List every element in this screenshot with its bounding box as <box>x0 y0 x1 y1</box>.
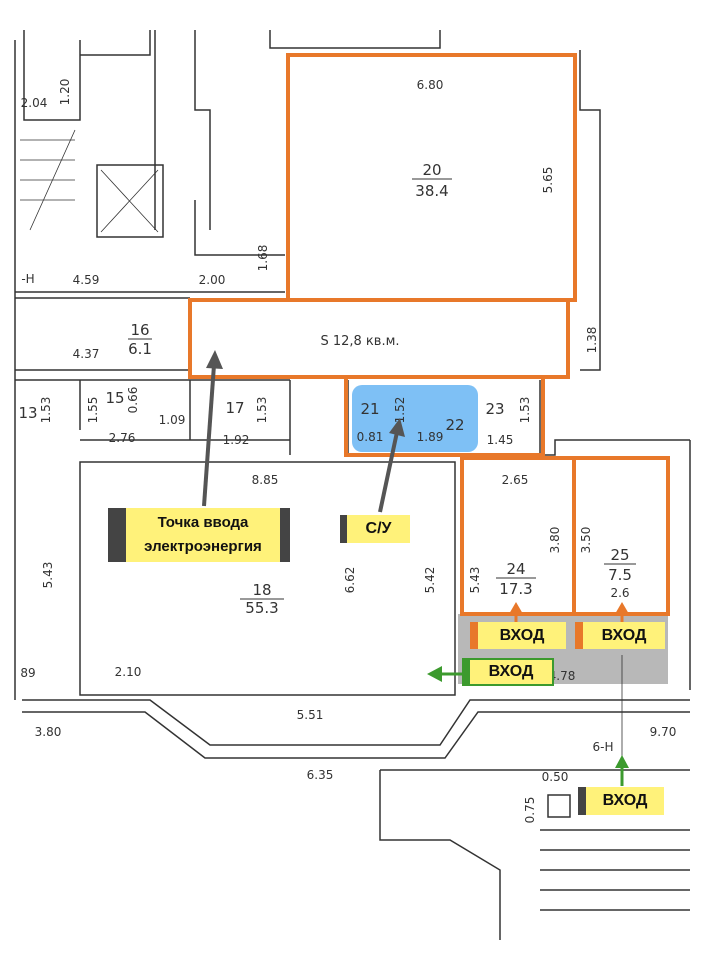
dim: 0.81 <box>357 430 384 444</box>
dim: 5.51 <box>297 708 324 722</box>
dim: 5.42 <box>423 567 437 594</box>
dim: 1.53 <box>518 397 532 424</box>
dimensions: 6.80 5.65 2.04 1.20 4.59 -Н 2.00 1.68 4.… <box>20 78 676 823</box>
room-18-area: 55.3 <box>245 599 278 617</box>
power-entry-label: Точка ввода электроэнергия <box>108 508 290 562</box>
room-18-number: 18 <box>252 581 271 599</box>
dim: 1.92 <box>223 433 250 447</box>
entrance-25-label: ВХОД <box>575 622 665 649</box>
dim: 2.6 <box>610 586 629 600</box>
dim: 1.09 <box>159 413 186 427</box>
room-16-number: 16 <box>130 321 149 339</box>
room-20-area: 38.4 <box>415 182 448 200</box>
dim: 5.43 <box>41 562 55 589</box>
dim: 2.04 <box>21 96 48 110</box>
dim: 1.20 <box>58 79 72 106</box>
dim: 6.80 <box>417 78 444 92</box>
dim: 2.10 <box>115 665 142 679</box>
room-21-number: 21 <box>360 400 379 418</box>
room-24-area: 17.3 <box>499 580 532 598</box>
orange-arrow-24 <box>509 602 523 622</box>
dim: 6.62 <box>343 567 357 594</box>
dim: 2.76 <box>109 431 136 445</box>
room-25-number: 25 <box>610 546 629 564</box>
room-22-number: 22 <box>445 416 464 434</box>
dim: 8.85 <box>252 473 279 487</box>
room-16-area: 6.1 <box>128 340 152 358</box>
dim: 1.68 <box>256 245 270 272</box>
dim: 1.53 <box>255 397 269 424</box>
room-20-number: 20 <box>422 161 441 179</box>
dim: 3.80 <box>548 527 562 554</box>
dim: 1.38 <box>585 327 599 354</box>
room-23-number: 23 <box>485 400 504 418</box>
orange-arrow-25 <box>615 602 629 622</box>
room-13-number: 13 <box>18 404 37 422</box>
dim: 3.80 <box>35 725 62 739</box>
dim: 2.65 <box>502 473 529 487</box>
gray-arrow-bathroom <box>378 418 405 513</box>
dim: 5.43 <box>468 567 482 594</box>
room-17-number: 17 <box>225 399 244 417</box>
dim: 0.75 <box>523 797 537 824</box>
dim: 1.45 <box>487 433 514 447</box>
room-15-number: 15 <box>105 389 124 407</box>
dim: -Н <box>21 272 34 286</box>
room-25-area: 7.5 <box>608 566 632 584</box>
premises-outline <box>188 53 670 616</box>
dim: 4.78 <box>549 669 576 683</box>
dim: 6.35 <box>307 768 334 782</box>
entrance-main-label: ВХОД <box>462 658 554 686</box>
dim: 2.00 <box>199 273 226 287</box>
entrance-24-label: ВХОД <box>470 622 566 649</box>
corridor-area: S 12,8 кв.м. <box>320 334 399 349</box>
dim: 5.65 <box>541 167 555 194</box>
dim: 0.66 <box>126 387 140 414</box>
dim: 89 <box>20 666 35 680</box>
dim: 4.59 <box>73 273 100 287</box>
dim: 3.50 <box>579 527 593 554</box>
bathroom-zone <box>352 385 478 452</box>
green-arrow-left <box>427 666 462 682</box>
dim: 1.53 <box>39 397 53 424</box>
gray-arrow-power <box>202 350 223 507</box>
entrance-street-label: ВХОД <box>578 787 664 815</box>
green-arrow-up <box>615 755 629 786</box>
dim: 9.70 <box>650 725 677 739</box>
dim: 0.50 <box>542 770 569 784</box>
dim: 1.89 <box>417 430 444 444</box>
dim: 1.55 <box>86 397 100 424</box>
room-24-number: 24 <box>506 560 525 578</box>
walls <box>14 30 691 940</box>
dim: 1.52 <box>393 397 407 424</box>
dim: 6-Н <box>593 740 614 754</box>
dim: 4.37 <box>73 347 100 361</box>
bathroom-label: С/У <box>340 515 410 543</box>
